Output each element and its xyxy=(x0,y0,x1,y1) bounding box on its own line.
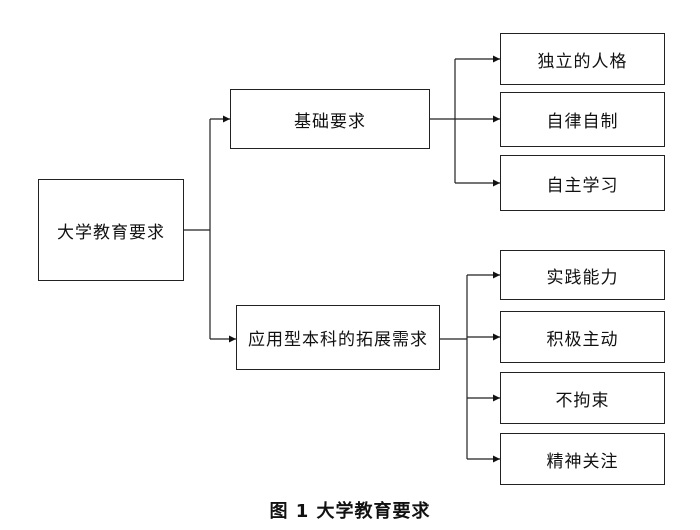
leaf-node-label: 自律自制 xyxy=(546,112,619,132)
figure-caption: 图 1 大学教育要求 xyxy=(269,501,431,522)
leaf-node-label: 积极主动 xyxy=(546,329,619,350)
branch-node-label: 应用型本科的拓展需求 xyxy=(248,330,428,350)
root-node: 大学教育要求 xyxy=(38,179,184,281)
leaf-node-label: 精神关注 xyxy=(546,451,619,472)
leaf-node: 积极主动 xyxy=(500,311,665,363)
leaf-node-label: 独立的人格 xyxy=(537,51,628,72)
leaf-node-label: 自主学习 xyxy=(546,175,619,196)
branch-node-basic: 基础要求 xyxy=(230,89,430,149)
leaf-node: 自律自制 xyxy=(500,92,665,147)
branch-node-extended: 应用型本科的拓展需求 xyxy=(236,305,440,370)
leaf-node-label: 不拘束 xyxy=(555,390,610,411)
leaf-node: 不拘束 xyxy=(500,372,665,424)
leaf-node: 精神关注 xyxy=(500,433,665,485)
leaf-node: 实践能力 xyxy=(500,250,665,300)
branch-node-label: 基础要求 xyxy=(294,111,366,132)
leaf-node-label: 实践能力 xyxy=(546,267,619,288)
leaf-node: 自主学习 xyxy=(500,155,665,211)
root-node-label: 大学教育要求 xyxy=(57,222,165,243)
leaf-node: 独立的人格 xyxy=(500,33,665,85)
